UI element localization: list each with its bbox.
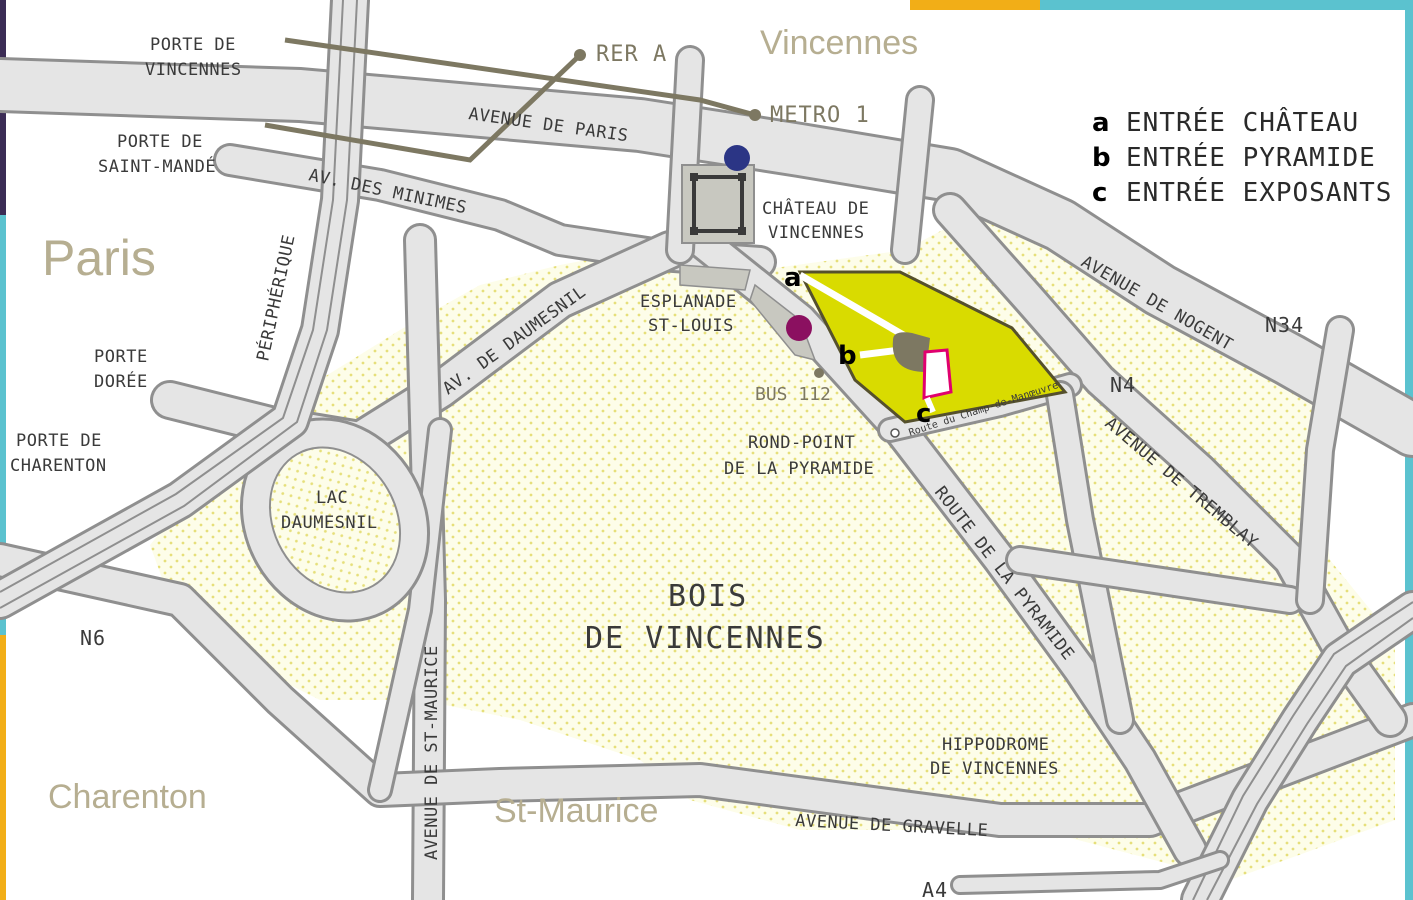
porte-charenton-line1: PORTE DE xyxy=(16,431,102,451)
legend-letter-a: a xyxy=(1092,108,1110,138)
road-n34: N34 xyxy=(1265,313,1304,337)
esplanade-label-line2: ST-LOUIS xyxy=(648,316,734,336)
porte-vincennes-line1: PORTE DE xyxy=(150,35,236,55)
bois-label-line2: DE VINCENNES xyxy=(585,621,826,656)
entry-a-marker[interactable]: a xyxy=(784,263,802,293)
road-n4: N4 xyxy=(1110,373,1136,397)
road-n6: N6 xyxy=(80,626,106,650)
street-peripherique: PÉRIPHÉRIQUE xyxy=(251,232,299,363)
path-entry-c xyxy=(924,396,936,414)
entry-c-marker[interactable]: c xyxy=(916,399,931,429)
bus-112-label: BUS 112 xyxy=(755,384,831,405)
road-a4: A4 xyxy=(922,878,948,900)
frame-teal-edge xyxy=(0,215,6,635)
esplanade-st-louis-area xyxy=(679,264,751,291)
porte-vincennes-line2: VINCENNES xyxy=(145,60,242,80)
rond-point-label-line2: DE LA PYRAMIDE xyxy=(724,459,874,479)
porte-charenton-line2: CHARENTON xyxy=(10,456,107,476)
hippodrome-label-line2: DE VINCENNES xyxy=(930,759,1059,779)
rond-point-label-line1: ROND-POINT xyxy=(748,433,855,453)
metro-line-1 xyxy=(284,37,756,118)
bus-stop-marker[interactable] xyxy=(814,368,824,378)
legend-label-c: ENTRÉE EXPOSANTS xyxy=(1126,176,1392,208)
street-avenue-de-st-maurice: AVENUE DE ST-MAURICE xyxy=(422,645,442,860)
lac-label-line2: DAUMESNIL xyxy=(281,513,378,533)
chateau-building xyxy=(692,175,744,233)
city-charenton: Charenton xyxy=(48,778,207,816)
esplanade-label-line1: ESPLANADE xyxy=(640,292,737,312)
city-vincennes: Vincennes xyxy=(760,24,918,62)
rer-a-label: RER A xyxy=(596,42,667,67)
frame-orange-edge xyxy=(0,635,6,900)
metro-1-terminus-dot xyxy=(749,109,761,121)
pyramid-building xyxy=(892,332,930,372)
legend-label-b: ENTRÉE PYRAMIDE xyxy=(1126,141,1376,173)
legend-label-a: ENTRÉE CHÂTEAU xyxy=(1126,106,1359,138)
frame-top-orange xyxy=(910,0,1040,10)
hippodrome-label-line1: HIPPODROME xyxy=(942,735,1049,755)
city-st-maurice: St-Maurice xyxy=(494,792,658,830)
metro-station-marker[interactable] xyxy=(724,145,750,171)
lac-label-line1: LAC xyxy=(316,488,348,508)
legend-letter-c: c xyxy=(1092,178,1107,208)
rond-point-marker xyxy=(890,428,900,438)
city-paris: Paris xyxy=(42,230,156,286)
legend-letter-b: b xyxy=(1092,143,1111,173)
exposants-hall[interactable] xyxy=(922,348,953,400)
legend: a ENTRÉE CHÂTEAU b ENTRÉE PYRAMIDE c ENT… xyxy=(1092,106,1392,208)
porte-doree-line1: PORTE xyxy=(94,347,148,367)
chateau-label-line1: CHÂTEAU DE xyxy=(762,197,869,219)
entry-b-marker[interactable]: b xyxy=(838,341,857,371)
rer-a-line xyxy=(264,53,582,163)
rer-a-terminus-dot xyxy=(574,49,586,61)
esplanade-strip xyxy=(749,283,817,362)
metro-1-label: METRO 1 xyxy=(770,103,870,128)
rer-station-marker[interactable] xyxy=(786,315,812,341)
porte-saint-mande-line2: SAINT-MANDÉ xyxy=(98,155,216,177)
path-entry-a xyxy=(798,271,914,344)
chateau-label-line2: VINCENNES xyxy=(768,223,865,243)
porte-doree-line2: DORÉE xyxy=(94,370,148,392)
bois-label-line1: BOIS xyxy=(668,579,748,614)
porte-saint-mande-line1: PORTE DE xyxy=(117,132,203,152)
frame-top-teal xyxy=(1040,0,1413,10)
